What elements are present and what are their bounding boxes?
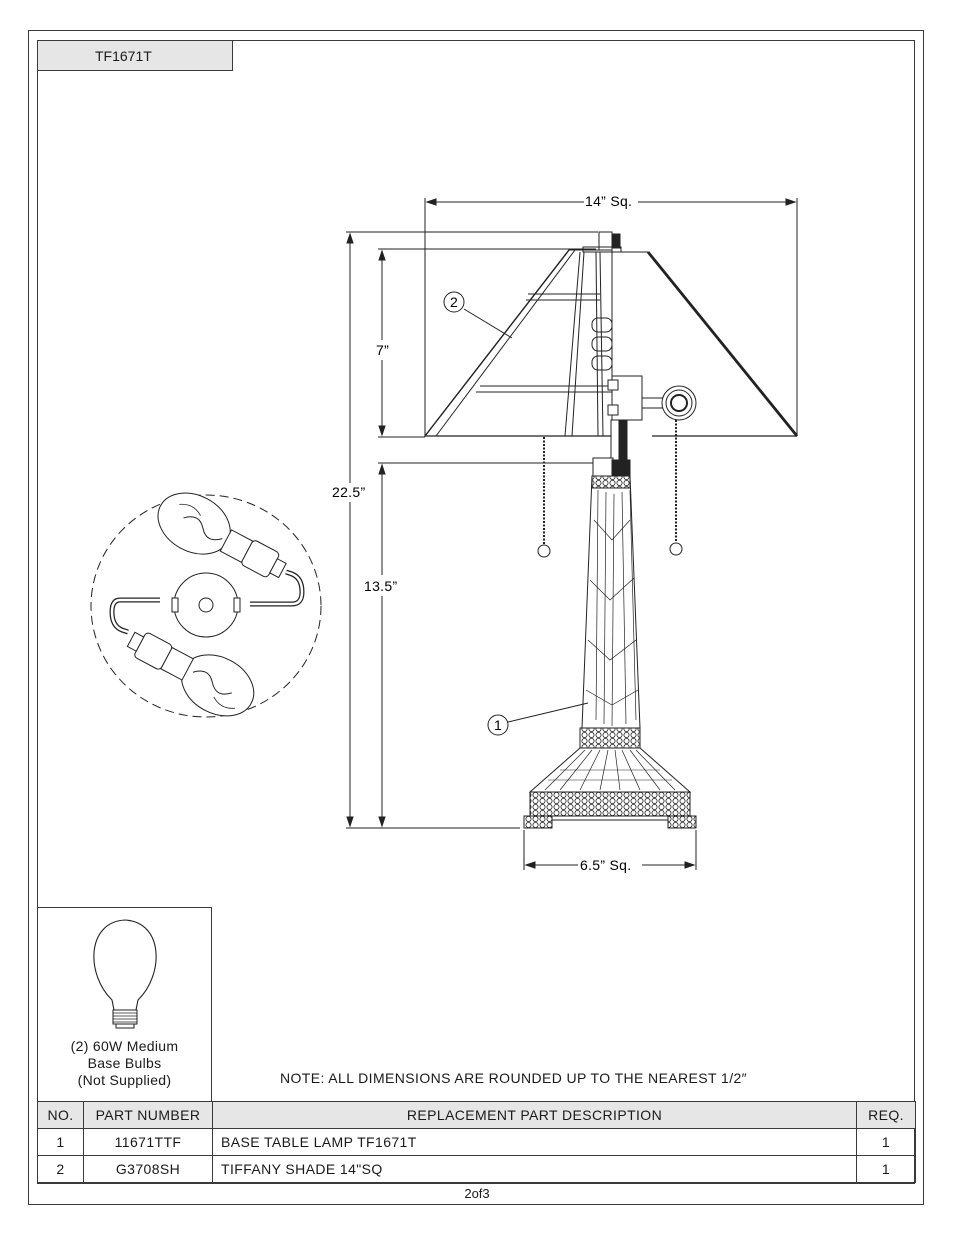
row-description: BASE TABLE LAMP TF1671T bbox=[212, 1128, 857, 1156]
bulb-caption-line3: (Not Supplied) bbox=[77, 1072, 172, 1088]
header-part-number: PART NUMBER bbox=[83, 1101, 213, 1129]
bulb-caption: (2) 60W Medium Base Bulbs (Not Supplied) bbox=[38, 1038, 211, 1089]
row-req: 1 bbox=[856, 1128, 916, 1156]
header-req: REQ. bbox=[856, 1101, 916, 1129]
table-row: 1 11671TTF BASE TABLE LAMP TF1671T 1 bbox=[37, 1128, 916, 1156]
parts-table: NO. PART NUMBER REPLACEMENT PART DESCRIP… bbox=[37, 1101, 916, 1183]
model-label: TF1671T bbox=[37, 40, 233, 71]
dim-base-width: 6.5” Sq. bbox=[580, 857, 631, 873]
row-part-number: 11671TTF bbox=[83, 1128, 213, 1156]
row-part-number: G3708SH bbox=[83, 1155, 213, 1183]
page-border-outer bbox=[28, 30, 924, 1205]
dim-base-height: 13.5” bbox=[364, 578, 397, 594]
row-description: TIFFANY SHADE 14"SQ bbox=[212, 1155, 857, 1183]
dim-shade-height: 7” bbox=[376, 342, 389, 358]
header-description: REPLACEMENT PART DESCRIPTION bbox=[212, 1101, 857, 1129]
parts-table-header: NO. PART NUMBER REPLACEMENT PART DESCRIP… bbox=[37, 1101, 916, 1129]
bulb-caption-line2: Base Bulbs bbox=[87, 1055, 162, 1071]
page-number: 2of3 bbox=[464, 1186, 490, 1201]
row-req: 1 bbox=[856, 1155, 916, 1183]
dim-overall-height: 22.5” bbox=[332, 484, 365, 500]
row-no: 2 bbox=[37, 1155, 84, 1183]
row-no: 1 bbox=[37, 1128, 84, 1156]
dimension-note: NOTE: ALL DIMENSIONS ARE ROUNDED UP TO T… bbox=[280, 1070, 748, 1086]
callout-base: 1 bbox=[494, 717, 502, 733]
bulb-caption-line1: (2) 60W Medium bbox=[70, 1038, 179, 1054]
dim-shade-width: 14” Sq. bbox=[585, 193, 632, 209]
header-no: NO. bbox=[37, 1101, 84, 1129]
callout-shade: 2 bbox=[450, 294, 458, 310]
bulb-info-box: (2) 60W Medium Base Bulbs (Not Supplied) bbox=[37, 907, 212, 1101]
table-row: 2 G3708SH TIFFANY SHADE 14"SQ 1 bbox=[37, 1155, 916, 1183]
page-border-inner bbox=[37, 40, 915, 1184]
